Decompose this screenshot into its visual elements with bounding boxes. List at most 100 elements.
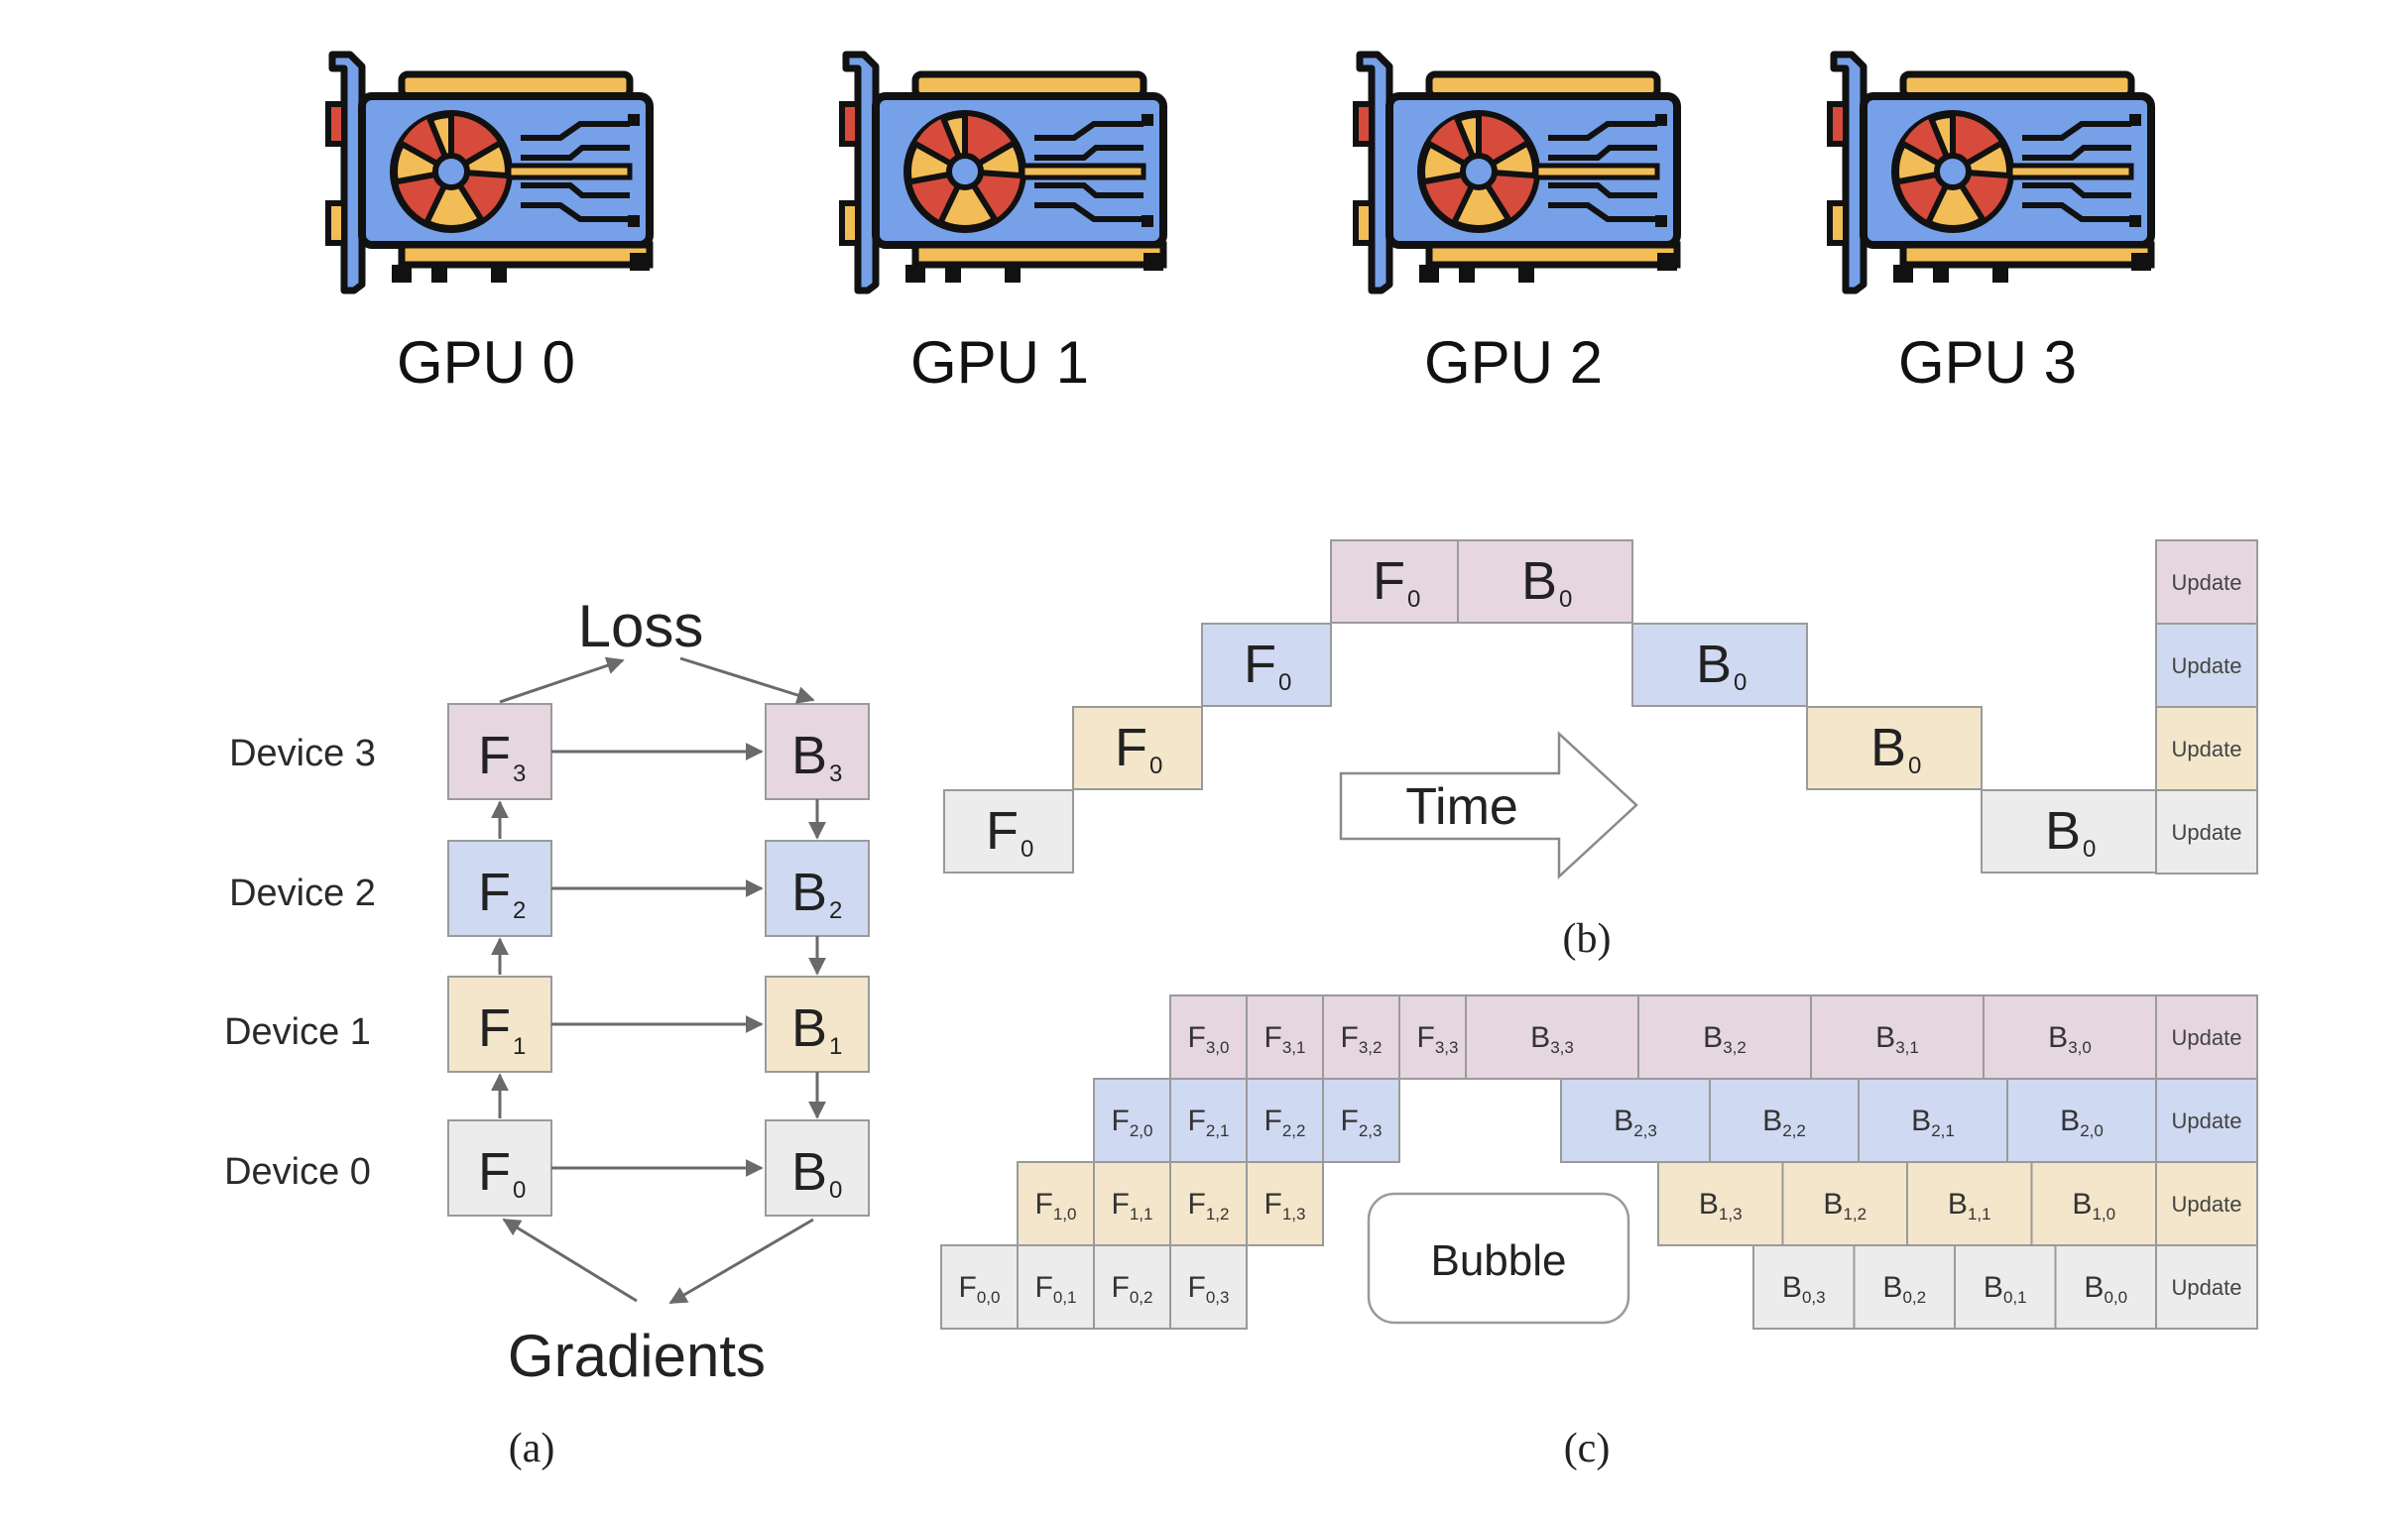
forward-label: F0 [1244, 635, 1291, 696]
forward-label: F3 [478, 726, 526, 787]
backward-label: B2,0 [2060, 1105, 2104, 1140]
gradient-arrow [502, 1218, 638, 1303]
forward-box [1246, 994, 1324, 1080]
forward-label: F3,2 [1341, 1021, 1383, 1057]
backward-box [2006, 1078, 2157, 1163]
backward-box [1560, 1078, 1711, 1163]
forward-label: F1,3 [1264, 1188, 1306, 1224]
time-label: Time [1405, 778, 1518, 836]
gpu-2: GPU 2 [1356, 55, 1677, 396]
backward-label: B0 [1870, 718, 1921, 779]
backward-box [1810, 994, 1985, 1080]
forward-label: F2,3 [1341, 1105, 1383, 1140]
forward-label: F1,1 [1112, 1188, 1153, 1224]
device-label: Device 0 [224, 1151, 371, 1193]
forward-box [1322, 1078, 1400, 1163]
forward-label: F2 [478, 863, 526, 924]
backward-label: B0,2 [1882, 1271, 1926, 1307]
backward-box [1657, 1161, 1784, 1246]
update-box [2155, 1244, 2258, 1330]
forward-box [1093, 1244, 1171, 1330]
forward-label: F2,0 [1112, 1105, 1153, 1140]
backward-box [1631, 623, 1808, 707]
update-box [2155, 994, 2258, 1080]
backward-box [1983, 994, 2157, 1080]
update-label: Update [2172, 1192, 2242, 1217]
backward-label: B1,0 [2072, 1188, 2115, 1224]
backward-label: B1,1 [1948, 1188, 1991, 1224]
device-label: Device 3 [229, 733, 376, 774]
forward-label: F0,1 [1035, 1271, 1077, 1307]
forward-label: F0,2 [1112, 1271, 1153, 1307]
gpu-0: GPU 0 [328, 55, 650, 396]
backward-box [765, 840, 870, 937]
update-label: Update [2172, 1275, 2242, 1300]
gradients-label: Gradients [508, 1323, 766, 1389]
forward-box [1017, 1244, 1095, 1330]
backward-box [765, 1119, 870, 1217]
backward-label: B0 [791, 1142, 842, 1204]
caption-a: (a) [509, 1426, 555, 1471]
caption-c: (c) [1564, 1426, 1611, 1471]
gpu-label: GPU 2 [1424, 329, 1603, 396]
gpu-label: GPU 1 [910, 329, 1089, 396]
backward-label: B1 [791, 998, 842, 1060]
forward-box [1246, 1161, 1324, 1246]
forward-box [1201, 623, 1332, 707]
backward-box [1457, 539, 1633, 624]
forward-label: F3,0 [1188, 1021, 1230, 1057]
update-label: Update [2172, 1109, 2242, 1133]
forward-box [1093, 1161, 1171, 1246]
backward-label: B0,0 [2084, 1271, 2127, 1307]
forward-box [447, 976, 552, 1073]
update-box [2155, 623, 2258, 708]
gpu-card-icon [842, 55, 1163, 291]
device-label: Device 1 [224, 1011, 371, 1053]
backward-label: B3,3 [1530, 1021, 1574, 1057]
forward-box [1169, 1161, 1248, 1246]
gpu-card-icon [328, 55, 650, 291]
update-box [2155, 539, 2258, 625]
backward-label: B0,3 [1782, 1271, 1826, 1307]
forward-box [1330, 539, 1459, 624]
backward-label: B0 [2045, 801, 2096, 863]
forward-box [1017, 1161, 1095, 1246]
forward-box [1246, 1078, 1324, 1163]
backward-box [1709, 1078, 1860, 1163]
backward-label: B3,0 [2048, 1021, 2092, 1057]
backward-box [1906, 1161, 2033, 1246]
backward-box [2030, 1161, 2157, 1246]
forward-label: F3,3 [1417, 1021, 1459, 1057]
backward-label: B3,1 [1875, 1021, 1919, 1057]
forward-box [1169, 994, 1248, 1080]
forward-box [1169, 1244, 1248, 1330]
update-box [2155, 706, 2258, 791]
forward-label: F1,0 [1035, 1188, 1077, 1224]
gpu-card-icon [1830, 55, 2151, 291]
gpu-card-icon [1356, 55, 1677, 291]
forward-box [1072, 706, 1203, 790]
forward-label: F3,1 [1264, 1021, 1306, 1057]
forward-label: F2,2 [1264, 1105, 1306, 1140]
to-loss-arrow [499, 656, 625, 704]
backward-box [1637, 994, 1812, 1080]
gpu-3: GPU 3 [1830, 55, 2151, 396]
update-label: Update [2172, 1025, 2242, 1050]
backward-label: B3 [791, 726, 842, 787]
backward-label: B0 [1696, 635, 1746, 696]
backward-label: B0 [1521, 551, 1572, 613]
forward-box [447, 703, 552, 800]
loss-label: Loss [578, 593, 704, 659]
backward-label: B2,2 [1762, 1105, 1806, 1140]
forward-label: F1,2 [1188, 1188, 1230, 1224]
forward-label: F0 [1373, 551, 1420, 613]
forward-label: F0 [478, 1142, 526, 1204]
backward-box [1752, 1244, 1856, 1330]
backward-label: B2,3 [1614, 1105, 1657, 1140]
panel-a: Loss Gradients (a) Device 3 Device 2 Dev… [224, 593, 870, 1471]
gpu-1: GPU 1 [842, 55, 1163, 396]
backward-label: B1,2 [1823, 1188, 1866, 1224]
forward-box [940, 1244, 1019, 1330]
